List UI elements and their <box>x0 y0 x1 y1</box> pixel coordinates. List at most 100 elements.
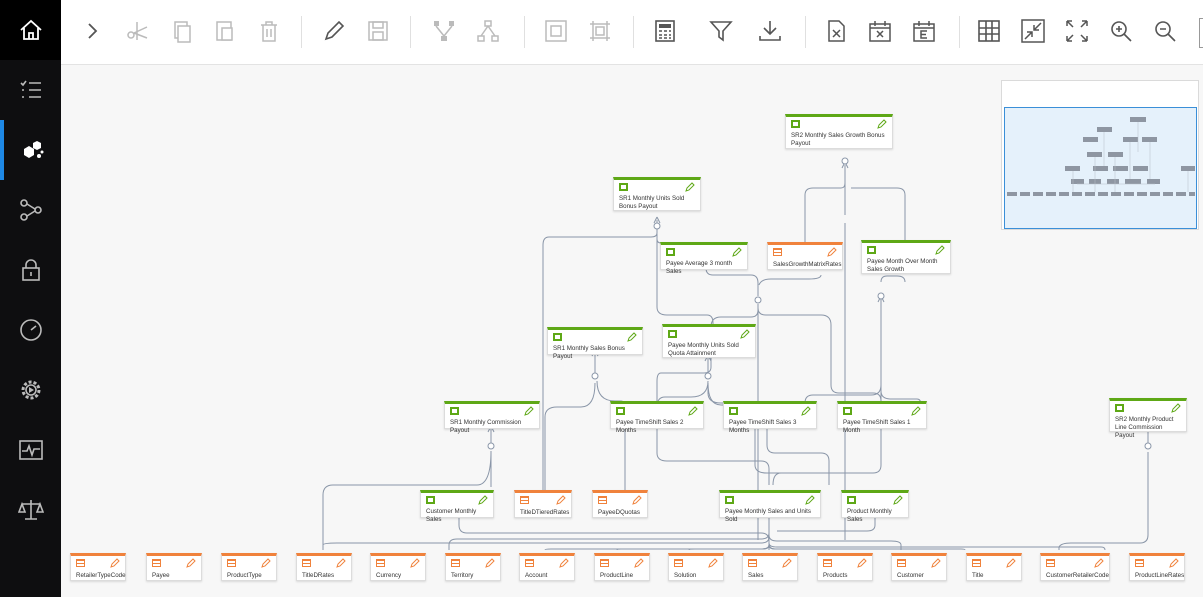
save-button[interactable] <box>361 14 395 48</box>
edit-icon[interactable] <box>1169 558 1179 568</box>
node-product-monthly-sales[interactable]: Product Monthly Sales <box>841 490 909 523</box>
node-payee-avg-sales[interactable]: Payee Average 3 month Sales <box>660 242 748 275</box>
edit-icon[interactable] <box>827 247 837 257</box>
sidebar-item-security[interactable] <box>0 240 61 300</box>
node-sr1-units-bonus[interactable]: SR1 Monthly Units Sold Bonus Payout <box>613 177 701 211</box>
group-button[interactable] <box>539 14 573 48</box>
edit-icon[interactable] <box>1006 558 1016 568</box>
ungroup-button[interactable] <box>583 14 617 48</box>
edit-icon[interactable] <box>708 558 718 568</box>
node-title[interactable]: Title <box>966 553 1022 581</box>
collapse-button[interactable] <box>1016 14 1050 48</box>
calculation-icon <box>729 407 738 415</box>
edit-icon[interactable] <box>627 332 637 342</box>
node-title-d-rates[interactable]: TitleDRates <box>296 553 352 581</box>
node-sr1-sales-bonus[interactable]: SR1 Monthly Sales Bonus Payout <box>547 327 643 360</box>
node-sales-growth-matrix[interactable]: SalesGrowthMatrixRates <box>767 242 843 270</box>
edit-icon[interactable] <box>1094 558 1104 568</box>
calendar-button[interactable] <box>907 14 941 48</box>
edit-icon[interactable] <box>782 558 792 568</box>
edit-icon[interactable] <box>559 558 569 568</box>
node-sr2-productline-commission[interactable]: SR2 Monthly Product Line Commission Payo… <box>1109 398 1187 439</box>
sidebar-item-monitor[interactable] <box>0 420 61 480</box>
sidebar-item-schedule[interactable] <box>0 300 61 360</box>
edit-icon[interactable] <box>805 495 815 505</box>
node-product-line[interactable]: ProductLine <box>594 553 650 581</box>
download-button[interactable] <box>753 14 787 48</box>
node-customer-monthly-sales[interactable]: Customer Monthly Sales <box>420 490 494 523</box>
sidebar-item-workflow[interactable] <box>0 180 61 240</box>
edit-button[interactable] <box>317 14 351 48</box>
clear-calendar-button[interactable] <box>863 14 897 48</box>
node-account[interactable]: Account <box>519 553 575 581</box>
copy-button[interactable] <box>164 14 198 48</box>
edit-icon[interactable] <box>410 558 420 568</box>
node-products[interactable]: Products <box>817 553 873 581</box>
delete-button[interactable] <box>252 14 286 48</box>
sidebar-item-home[interactable] <box>0 0 61 60</box>
edit-icon[interactable] <box>935 245 945 255</box>
edit-icon[interactable] <box>261 558 271 568</box>
edit-icon[interactable] <box>740 329 750 339</box>
sidebar-item-models[interactable] <box>0 120 61 180</box>
node-timeshift-3[interactable]: Payee TimeShift Sales 3 Months <box>723 401 817 434</box>
cut-button[interactable] <box>120 14 154 48</box>
node-sr1-commission[interactable]: SR1 Monthly Commission Payout <box>444 401 540 434</box>
sidebar-item-audit[interactable] <box>0 480 61 540</box>
node-payee[interactable]: Payee <box>146 553 202 581</box>
paste-button[interactable] <box>208 14 242 48</box>
node-product-line-rates[interactable]: ProductLineRates <box>1129 553 1185 581</box>
edit-icon[interactable] <box>634 558 644 568</box>
node-timeshift-2[interactable]: Payee TimeShift Sales 2 Months <box>610 401 704 434</box>
clock-icon <box>19 319 42 341</box>
edit-icon[interactable] <box>336 558 346 568</box>
node-payee-quota-attainment[interactable]: Payee Monthly Units Sold Quota Attainmen… <box>662 324 756 358</box>
node-timeshift-1[interactable]: Payee TimeShift Sales 1 Month <box>837 401 927 434</box>
edit-icon[interactable] <box>632 495 642 505</box>
node-title-tiered-rates[interactable]: TitleDTieredRates <box>514 490 572 518</box>
node-sr2-growth-bonus[interactable]: SR2 Monthly Sales Growth Bonus Payout <box>785 114 893 149</box>
merge-button[interactable] <box>427 14 461 48</box>
split-button[interactable] <box>471 14 505 48</box>
edit-icon[interactable] <box>110 558 120 568</box>
edit-icon[interactable] <box>685 182 695 192</box>
minimap[interactable] <box>1001 80 1199 230</box>
filter-button[interactable] <box>704 14 738 48</box>
clear-button[interactable] <box>819 14 853 48</box>
zoom-in-button[interactable] <box>1104 14 1138 48</box>
toolbar-overflow[interactable] <box>1199 18 1203 48</box>
edit-icon[interactable] <box>877 119 887 129</box>
edit-icon[interactable] <box>1171 403 1181 413</box>
edit-icon[interactable] <box>478 495 488 505</box>
edit-icon[interactable] <box>801 406 811 416</box>
edit-icon[interactable] <box>931 558 941 568</box>
grid-button[interactable] <box>972 14 1006 48</box>
edit-icon[interactable] <box>732 247 742 257</box>
node-sales[interactable]: Sales <box>742 553 798 581</box>
node-solution[interactable]: Solution <box>668 553 724 581</box>
edit-icon[interactable] <box>524 406 534 416</box>
expand-button[interactable] <box>75 14 109 48</box>
edit-icon[interactable] <box>911 406 921 416</box>
calculator-button[interactable] <box>648 14 682 48</box>
node-customer-retailer-code[interactable]: CustomerRetailerCode <box>1040 553 1110 581</box>
edit-icon[interactable] <box>857 558 867 568</box>
sidebar-item-checklist[interactable] <box>0 60 61 120</box>
node-currency[interactable]: Currency <box>370 553 426 581</box>
node-territory[interactable]: Territory <box>445 553 501 581</box>
node-customer[interactable]: Customer <box>891 553 947 581</box>
edit-icon[interactable] <box>556 495 566 505</box>
zoom-out-button[interactable] <box>1148 14 1182 48</box>
edit-icon[interactable] <box>485 558 495 568</box>
minimap-viewport[interactable] <box>1004 107 1197 229</box>
node-retailer-type-code[interactable]: RetailerTypeCode <box>70 553 126 581</box>
edit-icon[interactable] <box>688 406 698 416</box>
sidebar-item-settings[interactable] <box>0 360 61 420</box>
fit-button[interactable] <box>1060 14 1094 48</box>
node-payee-sales-units[interactable]: Payee Monthly Sales and Units Sold <box>719 490 821 523</box>
node-payee-mom-growth[interactable]: Payee Month Over Month Sales Growth <box>861 240 951 274</box>
node-product-type[interactable]: ProductType <box>221 553 277 581</box>
node-payee-quotas[interactable]: PayeeDQuotas <box>592 490 648 518</box>
edit-icon[interactable] <box>186 558 196 568</box>
edit-icon[interactable] <box>893 495 903 505</box>
